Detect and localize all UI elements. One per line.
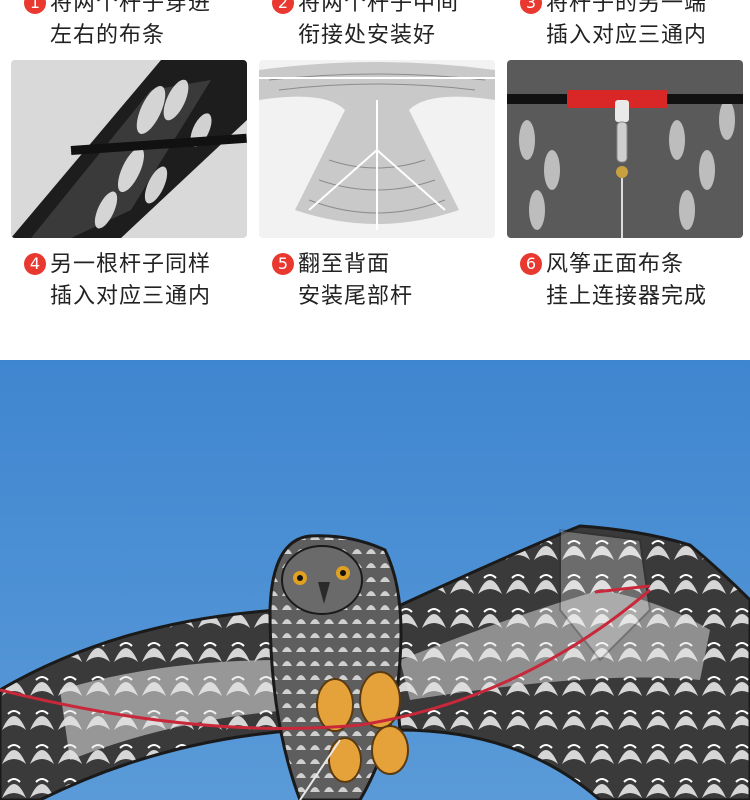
- step-4-line1: 另一根杆子同样: [50, 252, 212, 277]
- step-6-line2: 挂上连接器完成: [546, 284, 708, 309]
- step-5-line2: 安装尾部杆: [298, 284, 414, 309]
- hero-kite-photo: [0, 360, 750, 800]
- step-1-line1: 将两个杆子穿进: [50, 0, 212, 16]
- step-2-line1: 将两个杆子中间: [298, 0, 460, 16]
- step-6-line1: 风筝正面布条: [546, 252, 685, 277]
- step-6-photo: [507, 60, 743, 238]
- step-2-line2: 衔接处安装好: [298, 23, 437, 48]
- step-5-photo: [259, 60, 495, 238]
- step-5-line1: 翻至背面: [298, 252, 391, 277]
- step-3-caption: 3 将杆子的另一端 插入对应三通内: [520, 0, 750, 52]
- step-1-badge: 1: [24, 0, 46, 14]
- step-5-badge: 5: [272, 253, 294, 275]
- step-1-line2: 左右的布条: [50, 23, 166, 48]
- step-2-badge: 2: [272, 0, 294, 14]
- step-1-caption: 1 将两个杆子穿进 左右的布条: [24, 0, 264, 52]
- step-6-badge: 6: [520, 253, 542, 275]
- step-2-caption: 2 将两个杆子中间 衔接处安装好: [272, 0, 512, 52]
- step-3-line1: 将杆子的另一端: [546, 0, 708, 16]
- step-3-line2: 插入对应三通内: [546, 23, 708, 48]
- step-4-badge: 4: [24, 253, 46, 275]
- step-3-badge: 3: [520, 0, 542, 14]
- step-4-line2: 插入对应三通内: [50, 284, 212, 309]
- step-4-photo: [11, 60, 247, 238]
